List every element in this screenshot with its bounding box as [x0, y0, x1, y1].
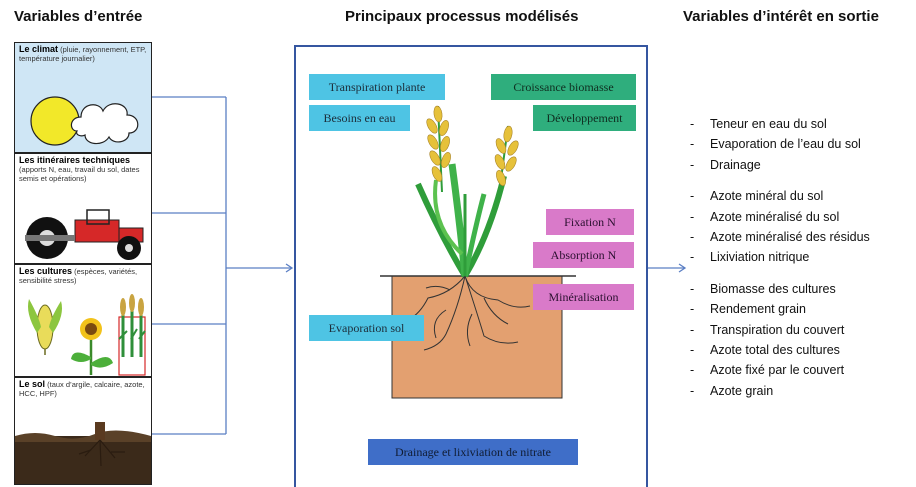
output-nitrate-leaching: -Lixiviation nitrique — [690, 250, 810, 265]
wheat-icon — [118, 294, 146, 376]
sun-icon — [30, 96, 80, 146]
process-biomass-growth: Croissance biomasse — [491, 74, 636, 100]
process-development: Développement — [533, 105, 636, 131]
arrowhead-in — [285, 263, 294, 273]
output-grain-n: -Azote grain — [690, 383, 774, 398]
output-residue-n: -Azote minéralisé des résidus — [690, 229, 870, 244]
crops-illustration — [28, 294, 146, 376]
soil-icon — [15, 422, 151, 484]
climate-detail: (pluie, rayonnement, ETP, température jo… — [19, 45, 147, 63]
itineraries-title: Les itinéraires techniques — [19, 155, 131, 165]
output-soil-evaporation: -Evaporation de l’eau du sol — [690, 137, 861, 152]
process-mineralisation: Minéralisation — [533, 284, 634, 310]
itineraries-box: Les itinéraires techniques (apports N, e… — [14, 153, 152, 264]
cloud-icon — [70, 103, 139, 145]
process-water-needs: Besoins en eau — [309, 105, 410, 131]
process-transpiration: Transpiration plante — [309, 74, 445, 100]
climate-illustration — [30, 96, 139, 146]
climate-box: Le climat (pluie, rayonnement, ETP, temp… — [14, 42, 152, 153]
arrowhead-out — [678, 263, 687, 273]
output-crop-total-n: -Azote total des cultures — [690, 342, 840, 357]
output-crop-biomass: -Biomasse des cultures — [690, 281, 836, 296]
maize-icon — [28, 299, 62, 355]
process-n-absorption: Absorption N — [533, 242, 634, 268]
output-drainage: -Drainage — [690, 157, 761, 172]
process-n-fixation: Fixation N — [546, 209, 634, 235]
output-soil-water: -Teneur en eau du sol — [690, 117, 827, 131]
process-soil-evaporation: Evaporation sol — [309, 315, 424, 341]
output-canopy-transpiration: -Transpiration du couvert — [690, 322, 845, 337]
output-mineralised-n: -Azote minéralisé du sol — [690, 209, 840, 224]
process-drainage: Drainage et lixiviation de nitrate — [368, 439, 578, 465]
tractor-icon — [25, 209, 144, 260]
sunflower-icon — [71, 318, 113, 375]
soil-title: Le sol — [19, 379, 46, 389]
crops-box: Les cultures (espèces, variétés, sensibi… — [14, 264, 152, 377]
output-grain-yield: -Rendement grain — [690, 302, 806, 317]
outputs-heading: Variables d’intérêt en sortie — [683, 8, 879, 25]
climate-title: Le climat — [19, 44, 59, 54]
crops-detail: (espèces, variétés, sensibilité stress) — [19, 267, 138, 285]
crops-title: Les cultures — [19, 266, 73, 276]
inputs-heading: Variables d’entrée — [14, 8, 143, 25]
itineraries-detail: (apports N, eau, travail du sol, dates s… — [19, 164, 140, 183]
soil-box: Le sol (taux d’argile, calcaire, azote, … — [14, 377, 152, 485]
processes-heading: Principaux processus modélisés — [345, 8, 579, 25]
wheat-plant-icon — [415, 105, 519, 278]
output-fixed-n: -Azote fixé par le couvert — [690, 363, 845, 378]
output-mineral-n: -Azote minéral du sol — [690, 189, 824, 204]
outputs-list: -Teneur en eau du sol -Evaporation de l’… — [690, 114, 870, 401]
soil-detail: (taux d’argile, calcaire, azote, HCC, HP… — [19, 380, 145, 398]
